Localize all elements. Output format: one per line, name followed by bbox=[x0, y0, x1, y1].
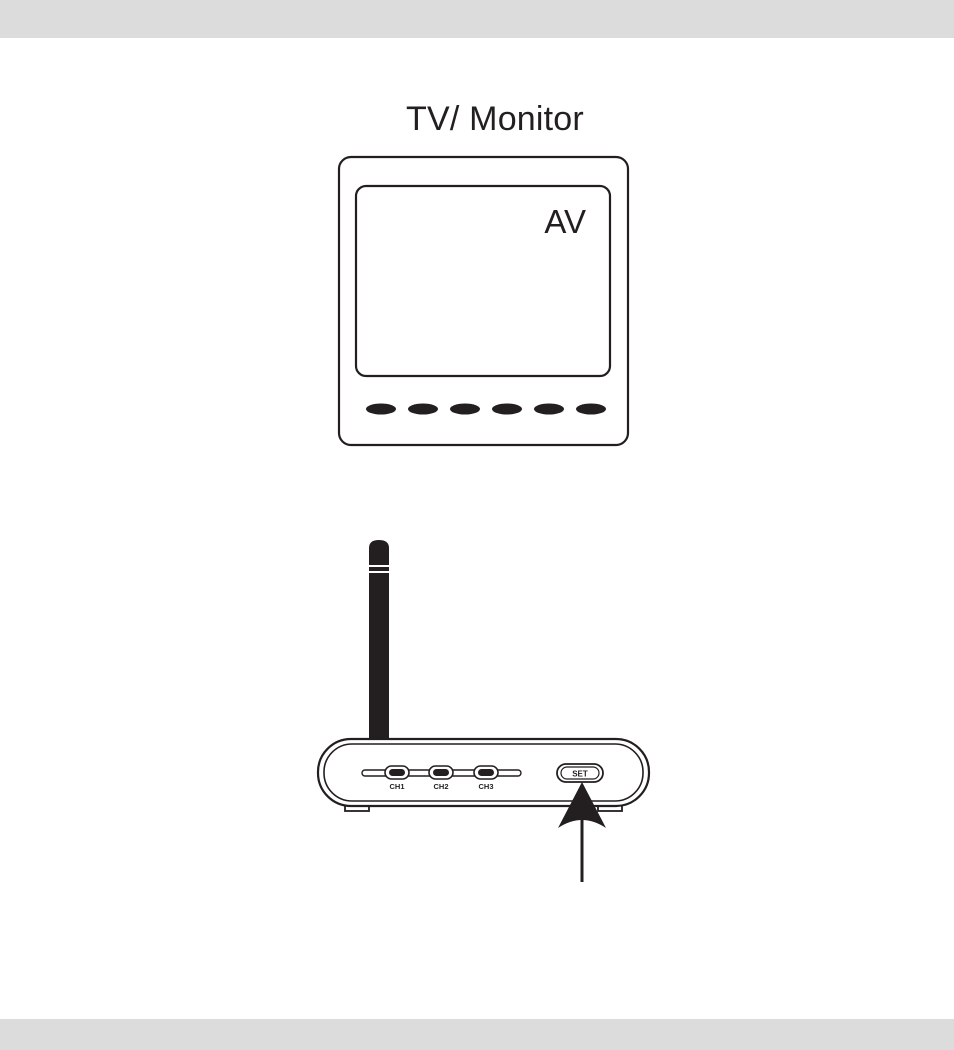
channel-button-3-cap[interactable] bbox=[478, 769, 494, 776]
channel-button-1-cap[interactable] bbox=[389, 769, 405, 776]
tv-button-4[interactable] bbox=[492, 404, 522, 415]
tv-button-2[interactable] bbox=[408, 404, 438, 415]
tv-button-6[interactable] bbox=[576, 404, 606, 415]
antenna-icon bbox=[369, 540, 389, 742]
tv-button-5[interactable] bbox=[534, 404, 564, 415]
channel-label-3: CH3 bbox=[478, 782, 493, 791]
tv-button-3[interactable] bbox=[450, 404, 480, 415]
channel-label-1: CH1 bbox=[389, 782, 404, 791]
antenna-mast bbox=[369, 540, 389, 742]
receiver: CH1 CH2 CH3 SET bbox=[318, 739, 649, 811]
set-button[interactable]: SET bbox=[557, 764, 603, 782]
tv-button-1[interactable] bbox=[366, 404, 396, 415]
channel-button-2-cap[interactable] bbox=[433, 769, 449, 776]
channel-label-2: CH2 bbox=[433, 782, 448, 791]
channel-buttons: CH1 CH2 CH3 bbox=[385, 766, 498, 791]
tv-monitor: AV bbox=[339, 157, 628, 445]
tv-screen-av-label: AV bbox=[544, 203, 586, 240]
set-button-label: SET bbox=[572, 770, 588, 779]
